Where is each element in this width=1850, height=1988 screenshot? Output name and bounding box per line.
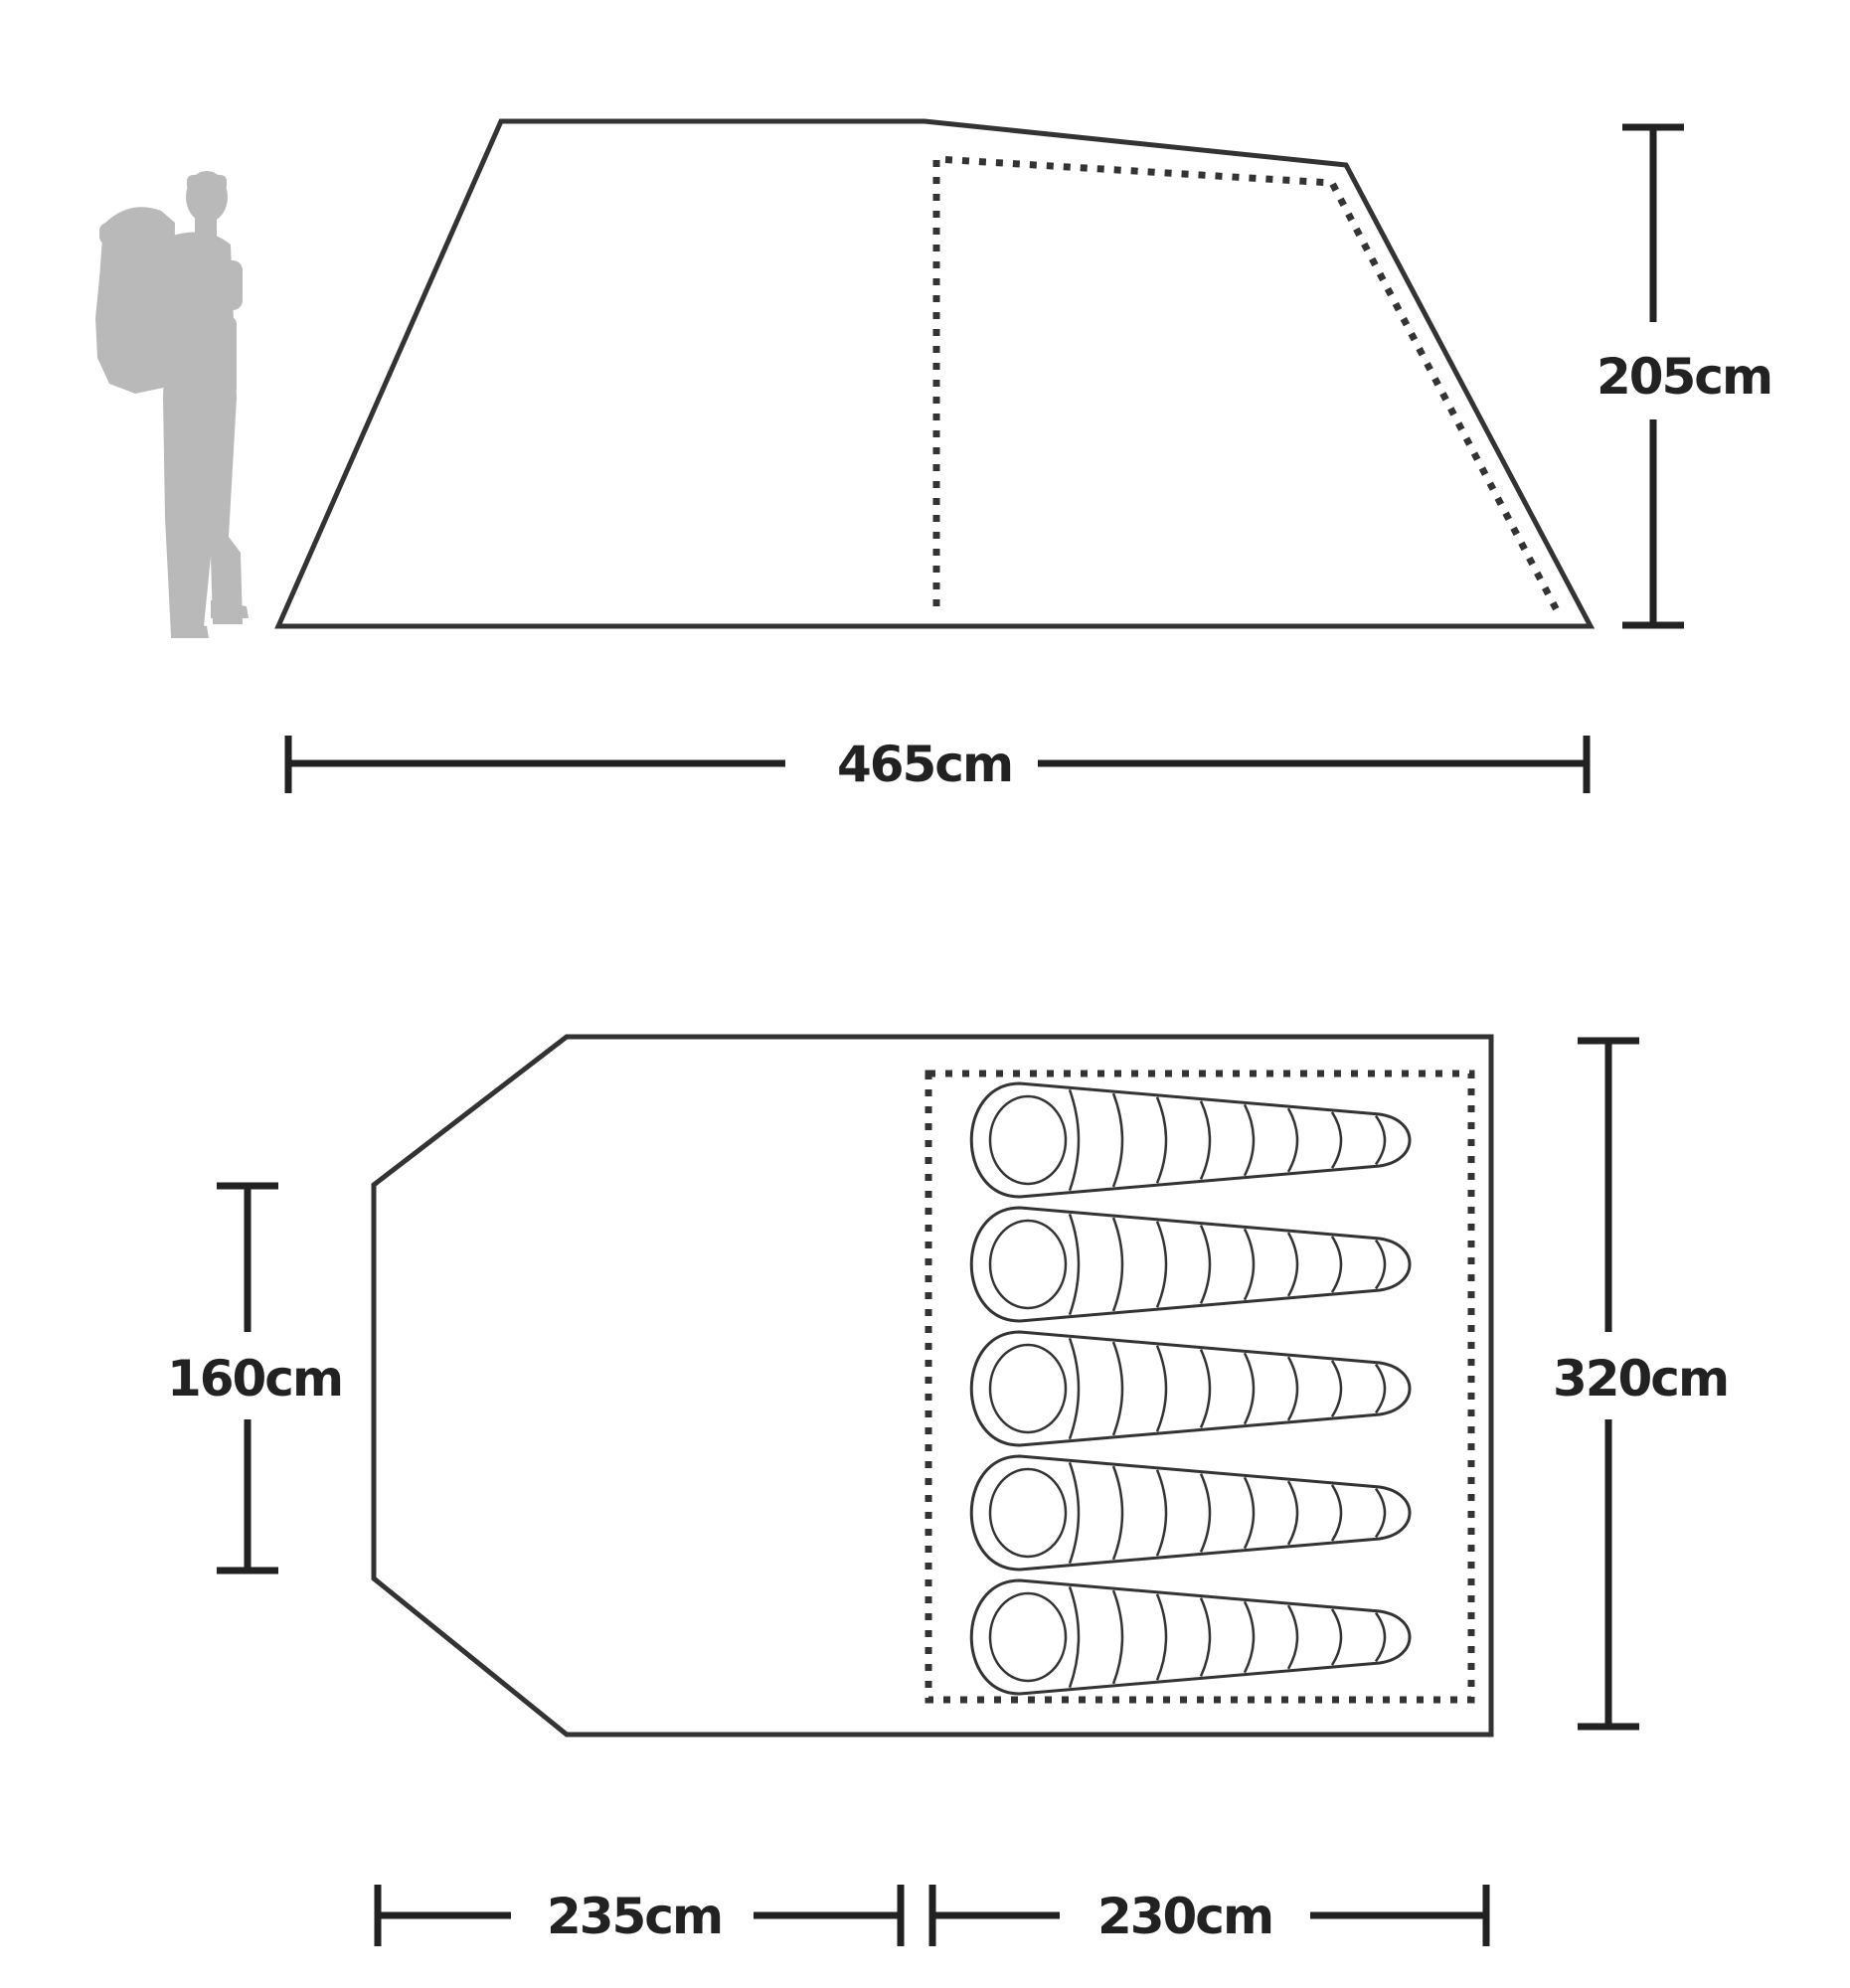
sleeping-bag-icon xyxy=(969,1081,1412,1199)
porch-length-label: 235cm xyxy=(547,1888,722,1945)
tent-side-outline xyxy=(274,118,1596,629)
sleeping-bag-icon xyxy=(969,1454,1412,1572)
tent-floor-outline xyxy=(371,1034,1494,1738)
porch-length-dimension: 235cm xyxy=(374,1885,905,1946)
sleeping-bag-icon xyxy=(969,1578,1412,1696)
porch-width-label: 160cm xyxy=(167,1350,342,1408)
length-label: 465cm xyxy=(837,736,1012,793)
sleeping-bag-icon xyxy=(969,1206,1412,1323)
sleeping-bag-icon xyxy=(969,1330,1412,1447)
inner-tent-dashed-outline xyxy=(932,155,1561,612)
bedroom-dashed-outline xyxy=(925,1070,1475,1704)
height-dimension: 205cm xyxy=(1597,123,1773,629)
sleeping-bags xyxy=(969,1081,1412,1696)
bedroom-length-label: 230cm xyxy=(1097,1888,1272,1945)
height-label: 205cm xyxy=(1597,348,1771,406)
bedroom-length-dimension: 230cm xyxy=(928,1885,1490,1946)
length-dimension: 465cm xyxy=(284,736,1591,793)
total-width-label: 320cm xyxy=(1553,1350,1728,1408)
floor-plan: 160cm 320cm 235cm 230cm xyxy=(167,1034,1730,1946)
hiker-with-backpack-icon xyxy=(95,171,249,638)
total-width-dimension: 320cm xyxy=(1553,1037,1730,1731)
side-view: 205cm 465cm xyxy=(95,118,1773,793)
porch-width-dimension: 160cm xyxy=(167,1182,344,1574)
